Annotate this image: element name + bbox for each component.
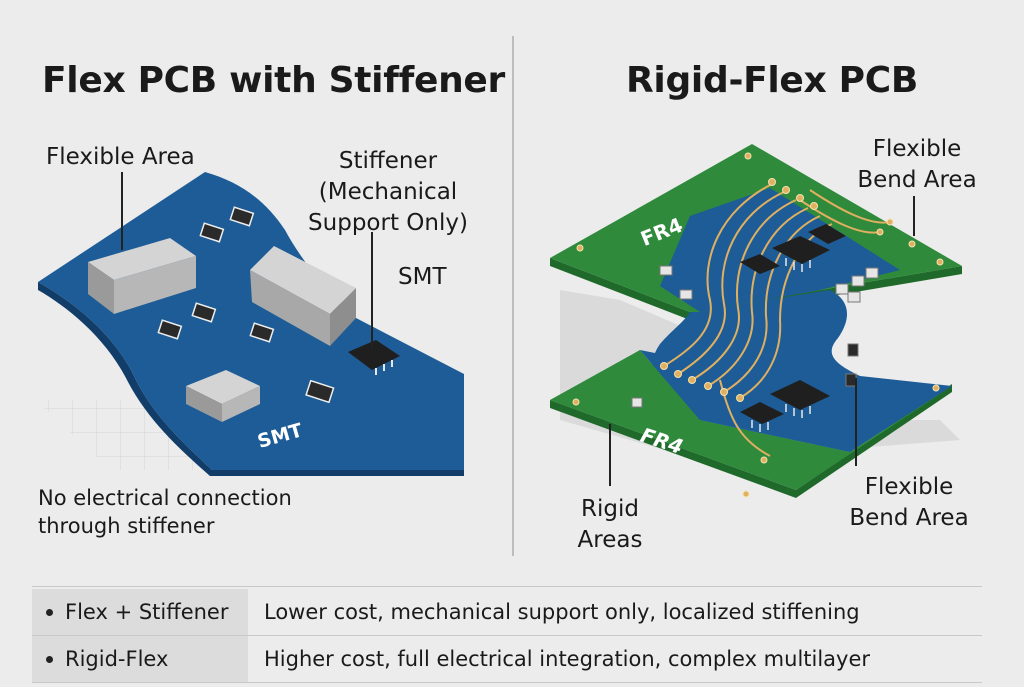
rigid-areas-label: Rigid Areas: [560, 494, 660, 556]
comparison-row-name: Rigid-Flex: [32, 636, 248, 682]
flex-bend-bottom-line1: Flexible: [864, 474, 954, 500]
comparison-row-rigid-flex: Rigid-Flex Higher cost, full electrical …: [32, 636, 982, 683]
stiffener-block-bottom: [186, 370, 260, 422]
comparison-row-description: Higher cost, full electrical integration…: [264, 647, 871, 671]
stiffener-block-middle: [250, 246, 356, 346]
smt-components: [157, 206, 335, 404]
flexible-bend-area-bottom-label: Flexible Bend Area: [842, 472, 976, 534]
comparison-name-text: Flex + Stiffener: [65, 600, 229, 624]
comparison-row-flex-stiffener: Flex + Stiffener Lower cost, mechanical …: [32, 589, 982, 636]
bullet-icon: [46, 608, 53, 616]
note-line2: through stiffener: [38, 514, 215, 538]
comparison-table: Flex + Stiffener Lower cost, mechanical …: [32, 586, 982, 683]
flexible-area-label: Flexible Area: [46, 144, 195, 170]
right-panel-title: Rigid-Flex PCB: [626, 60, 919, 101]
comparison-name-text: Rigid-Flex: [65, 647, 169, 671]
comparison-row-description: Lower cost, mechanical support only, loc…: [264, 600, 860, 624]
stiffener-block-left: [88, 238, 196, 314]
flex-bend-top-line2: Bend Area: [857, 167, 977, 193]
stiffener-label-line2: (Mechanical: [318, 179, 458, 205]
panel-divider: [512, 36, 514, 556]
stiffener-label-line1: Stiffener: [338, 148, 438, 174]
left-panel-title: Flex PCB with Stiffener: [42, 60, 505, 101]
stiffener-label-line3: Support Only): [308, 210, 468, 236]
ic-pins: [751, 258, 811, 432]
vias: [572, 152, 944, 498]
smt-label: SMT: [398, 264, 447, 290]
rigid-areas-line1: Rigid: [581, 496, 639, 522]
flex-bend-top-line1: Flexible: [872, 136, 962, 162]
flexible-bend-area-top-label: Flexible Bend Area: [852, 134, 982, 196]
smt-ic-chip: [348, 340, 400, 375]
note-line1: No electrical connection: [38, 486, 292, 510]
stiffener-label: Stiffener (Mechanical Support Only): [300, 146, 476, 239]
ic-chips: [740, 224, 846, 424]
rigid-areas-line2: Areas: [577, 527, 643, 553]
flex-bend-bottom-line2: Bend Area: [849, 505, 969, 531]
no-connection-note: No electrical connection through stiffen…: [38, 484, 292, 540]
rigid-flex-illustration: [550, 144, 962, 498]
comparison-row-name: Flex + Stiffener: [32, 589, 248, 635]
bullet-icon: [46, 655, 53, 663]
flex-pcb-illustration: [36, 172, 464, 476]
rigid-board-lower: [550, 350, 952, 490]
